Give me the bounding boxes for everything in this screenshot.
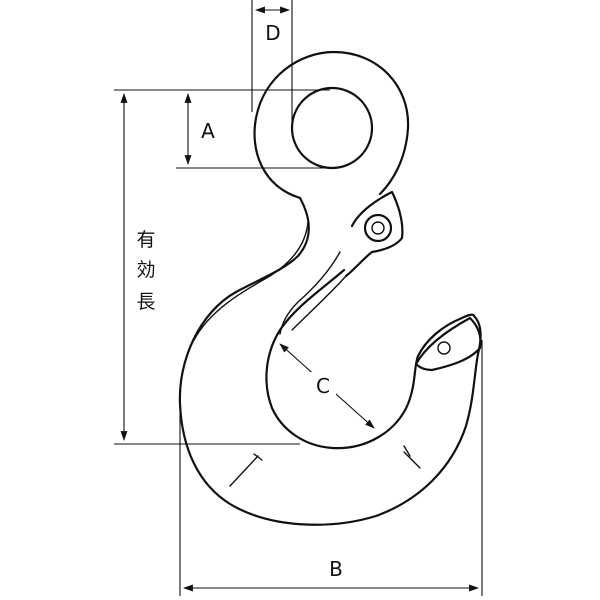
hook-back-ridge — [193, 221, 309, 341]
dimension-effective-length: 有 効 長 — [114, 89, 300, 445]
tip-keeper — [414, 316, 482, 372]
eye-inner-hole — [290, 86, 374, 170]
dimension-d: D — [251, 0, 293, 122]
dimension-a-label: A — [201, 119, 215, 143]
effective-length-label-3: 長 — [136, 291, 155, 313]
latch-lever — [344, 190, 404, 278]
hook-inner-throat — [265, 268, 420, 450]
wear-mark-right — [403, 451, 421, 469]
dimension-b-label: B — [329, 557, 343, 581]
latch-pivot-outer — [363, 213, 393, 243]
dimension-b: B — [179, 340, 483, 596]
latch-strap — [291, 275, 347, 331]
hook-shank-face — [279, 251, 341, 335]
dimension-a: A — [176, 89, 330, 169]
wear-mark-left — [229, 455, 259, 487]
dimension-d-label: D — [265, 21, 280, 45]
wear-mark-right-tick — [403, 445, 411, 457]
effective-length-label-2: 効 — [136, 259, 155, 281]
hook-outer-contour — [178, 196, 482, 526]
wear-mark-left-tick — [253, 453, 263, 461]
effective-length-label-1: 有 — [136, 229, 155, 251]
dimension-c-label: C — [316, 374, 330, 398]
eye-outer-ring — [253, 50, 410, 200]
hook-tip-contour — [416, 313, 476, 358]
wear-marks — [229, 445, 421, 487]
tip-keeper-hole — [437, 341, 451, 355]
hook-body — [178, 50, 482, 526]
dimension-c: C — [279, 343, 375, 429]
latch-pivot-inner — [371, 221, 385, 235]
tip-keeper-body — [414, 316, 482, 372]
safety-latch — [291, 190, 404, 331]
